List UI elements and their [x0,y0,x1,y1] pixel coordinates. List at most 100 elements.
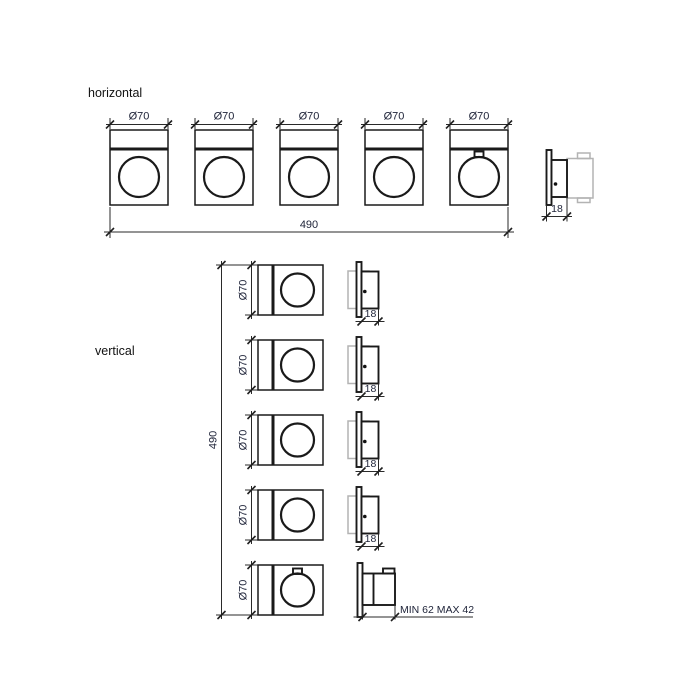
plate-outline [109,129,169,206]
horizontal-section-label: horizontal [88,86,142,100]
knob-tab [473,150,485,158]
dia-dimension: Ø70 [238,505,250,526]
horizontal-unit-1: Ø70 [105,111,173,206]
plate-outline [194,129,254,206]
plate-outline [257,264,324,316]
depth-dimension: 18 [365,458,377,470]
plate-outline [257,414,324,466]
dia-dimension: Ø70 [214,111,235,123]
depth-dimension: 18 [365,383,377,395]
dim-tick [373,316,384,327]
total-width-dimension: 490 [300,219,318,231]
horizontal-unit-3: Ø70 [275,111,343,206]
dim-tick [357,612,368,622]
dia-dimension: Ø70 [238,280,250,301]
dim-tick [418,119,428,130]
dim-tick [246,385,257,395]
screw-dot [363,514,367,519]
recessed-tab-bottom [576,197,591,204]
dim-tick [105,227,115,237]
dia-dimension: Ø70 [238,430,250,451]
horizontal-side-view: 18 [541,149,594,222]
dim-tick [246,310,257,320]
horizontal-total-dimension: 490 [104,207,514,238]
dim-tick [246,460,257,470]
valve-body [360,345,380,385]
dia-dimension: Ø70 [238,355,250,376]
screw-dot [363,364,367,369]
vertical-side-view-4: 18 [347,486,385,552]
screw-dot [363,439,367,444]
dim-tick [356,466,367,477]
vertical-unit-3: Ø70 [238,410,324,470]
screw-dot [553,182,558,186]
recessed-body-gray [566,157,594,199]
valve-body [550,159,568,198]
dim-tick [246,560,257,570]
knob-circle [279,272,316,308]
vertical-side-view-1: 18 [347,261,385,327]
screw-dot [363,289,367,294]
dim-tick [163,119,173,130]
dim-tick [246,260,257,270]
horizontal-unit-5: Ø70 [445,111,513,206]
vertical-section-label: vertical [95,344,135,358]
dim-tick [503,119,513,130]
valve-body [360,270,380,310]
dim-tick [216,610,227,620]
vertical-side-view-5: MIN 62 MAX 42 [353,562,474,622]
plate-outline [279,129,339,206]
dim-tick [373,466,384,477]
dim-tick [246,485,257,495]
vertical-unit-1: Ø70 [238,260,324,320]
knob-tab [292,567,303,575]
vertical-total-dimension: 490 [208,260,258,620]
dim-tick [390,612,400,622]
dim-tick [275,119,285,130]
valve-body [360,495,380,535]
knob-circle [279,422,316,458]
dim-tick [216,260,227,270]
knob-circle [117,155,161,199]
dim-tick [356,316,367,327]
vertical-side-view-2: 18 [347,336,385,402]
dim-tick [356,541,367,552]
dia-dimension: Ø70 [384,111,405,123]
dia-dimension: Ø70 [129,111,150,123]
total-height-dimension: 490 [208,431,220,449]
dim-tick [246,610,257,620]
depth-dimension: 18 [365,533,377,545]
min-max-dimension: MIN 62 MAX 42 [400,604,474,616]
vertical-unit-4: Ø70 [238,485,324,545]
knob-circle [202,155,246,199]
dim-tick [360,119,370,130]
knob-circle [372,155,416,199]
dim-tick [246,410,257,420]
dim-tick [503,227,513,237]
knob-circle [279,572,316,608]
dim-tick [105,119,115,130]
dim-tick [373,391,384,402]
dim-tick [562,211,572,222]
dim-tick [541,211,552,222]
plate-outline [257,564,324,616]
plate-outline [364,129,424,206]
vertical-unit-5: Ø70 [238,560,324,620]
knob-circle [287,155,331,199]
dia-dimension: Ø70 [238,580,250,601]
plate-outline [257,339,324,391]
knob-tab [382,567,396,575]
plate-outline [449,129,509,206]
depth-dimension: 18 [551,203,563,215]
dim-tick [373,541,384,552]
dim-tick [248,119,258,130]
valve-body [361,572,396,606]
dia-dimension: Ø70 [299,111,320,123]
knob-circle [457,155,501,199]
dim-tick [356,391,367,402]
vertical-unit-2: Ø70 [238,335,324,395]
dim-tick [445,119,455,130]
horizontal-unit-4: Ø70 [360,111,428,206]
